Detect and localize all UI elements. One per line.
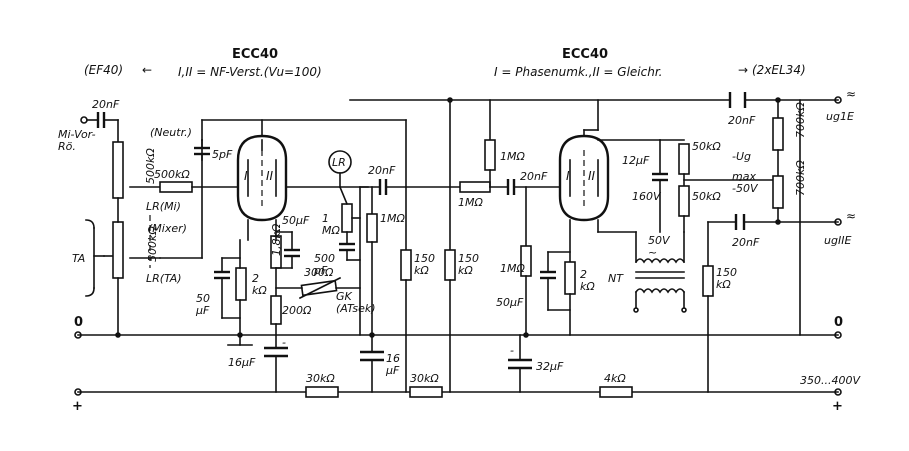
divider-resistor-50k-b [678,185,690,217]
filter-cap-1-minus: - [282,336,286,349]
filter-cap-1-label: 16µF [228,356,256,369]
output-2-label: ugIIE [824,234,851,247]
neutr-cap-label: 5pF [212,148,233,161]
lr-ta-label: LR(TA) [146,272,182,285]
filter-cap-3-minus: - [510,344,514,357]
ground-label-right: 0 [834,315,843,330]
output-cap-2-label: 20nF [732,236,760,249]
cathode-cap-2-label: 50µF [496,296,524,309]
right-tube-function: I = Phasenumk.,II = Gleichr. [494,65,663,79]
plate-resistor-150-a [400,249,412,281]
ta-pot-label: 500kΩ [146,226,159,262]
plate-resistor-150-c [702,265,714,297]
b-plus-rail [74,388,842,396]
right-tube-title: ECC40 [562,47,608,62]
ta-volume-pot [112,221,124,279]
cathode-resistor-2 [564,261,576,295]
divider-50k-b-label: 50kΩ [692,190,721,203]
left-tube-section-II: II [266,169,274,183]
prev-stage-ref: (EF40) [84,63,123,77]
resistor-30k-b [409,386,443,398]
output-1-tilde: ≈ [846,87,856,101]
mic-input-label: Mi-Vor-Rö. [58,128,96,153]
plus-label-left: + [72,399,83,414]
mic-volume-pot [112,141,124,199]
transformer-label: NT [608,272,624,285]
mic-pot-label: 500kΩ [144,148,157,184]
mixer-label: (Mixer) [148,222,187,235]
ta-input-jacks [85,219,105,297]
grid-resistor-700k-a [772,117,784,151]
neg-bias-label: -Ug [732,150,751,163]
next-stage-arrow: → [738,63,748,77]
mixer-resistor [159,181,193,193]
gk-label: GK(ATsek) [336,290,376,315]
resistor-1m-c-label: 1MΩ [500,150,525,163]
left-tube-ecc40 [236,134,288,222]
resistor-1m-a-label: 1MΩ [380,212,405,225]
resistor-1m-c [484,139,496,171]
resistor-200-label: 200Ω [282,304,312,317]
rect-cap-label: 12µF [622,154,650,167]
lr-mi-label: LR(Mi) [146,200,181,213]
output-cap-1-label: 20nF [728,114,756,127]
resistor-4k [599,386,633,398]
max-bias-label: max-50V [732,170,759,195]
feedback-var-label: 300Ω [304,266,334,279]
divider-resistor-50k-a [678,143,690,175]
plate-resistor-150-b [444,249,456,281]
ground-rail [74,331,842,339]
resistor-4k-label: 4kΩ [604,372,626,385]
resistor-1m-b [459,181,491,193]
resistor-30k-b-label: 30kΩ [410,372,439,385]
next-stage-ref: (2xEL34) [752,63,806,77]
resistor-200 [270,295,282,325]
resistor-30k-a-label: 30kΩ [306,372,335,385]
prev-stage-arrow: ← [142,63,152,77]
left-tube-function: I,II = NF-Verst.(Vu=100) [178,65,322,79]
resistor-1m-a [366,213,378,243]
ta-input-label: TA [72,252,85,265]
plus-label-right: + [832,399,843,414]
feedback-pot [341,203,353,233]
resistor-1m-b-label: 1MΩ [458,196,483,209]
output-2-tilde: ≈ [846,209,856,223]
lr-indicator-label: LR [332,156,346,169]
output-1-label: ug1E [826,110,854,123]
rect-cap-voltage-label: 160V [632,190,662,203]
left-tube-title: ECC40 [232,47,278,62]
mixer-resistor-label: 500kΩ [154,168,190,181]
grid-resistor-700k-b [772,175,784,209]
right-tube-ecc40 [558,134,610,222]
mic-input-jack [80,112,119,143]
resistor-1m-d-label: 1MΩ [500,262,525,275]
filter-cap-3-label: 32µF [536,360,564,373]
resistor-30k-a [305,386,339,398]
cathode-cap-1b-label: 50µF [282,214,310,227]
right-tube-section-I: I [566,169,570,183]
couple-cap-2-label: 20nF [520,170,548,183]
transformer-voltage-label: 50V~ [648,234,671,259]
top-signal-wire [349,99,839,141]
supply-voltage-label: 350...400V [800,374,861,387]
left-tube-section-I: I [244,169,248,183]
couple-cap-1-label: 20nF [368,164,396,177]
cathode-resistor-1 [235,267,247,301]
right-tube-section-II: II [588,169,596,183]
divider-50k-a-label: 50kΩ [692,140,721,153]
ground-label-left: 0 [74,315,83,330]
neutr-label: (Neutr.) [150,126,192,139]
coupling-cap-input-label: 20nF [92,98,120,111]
